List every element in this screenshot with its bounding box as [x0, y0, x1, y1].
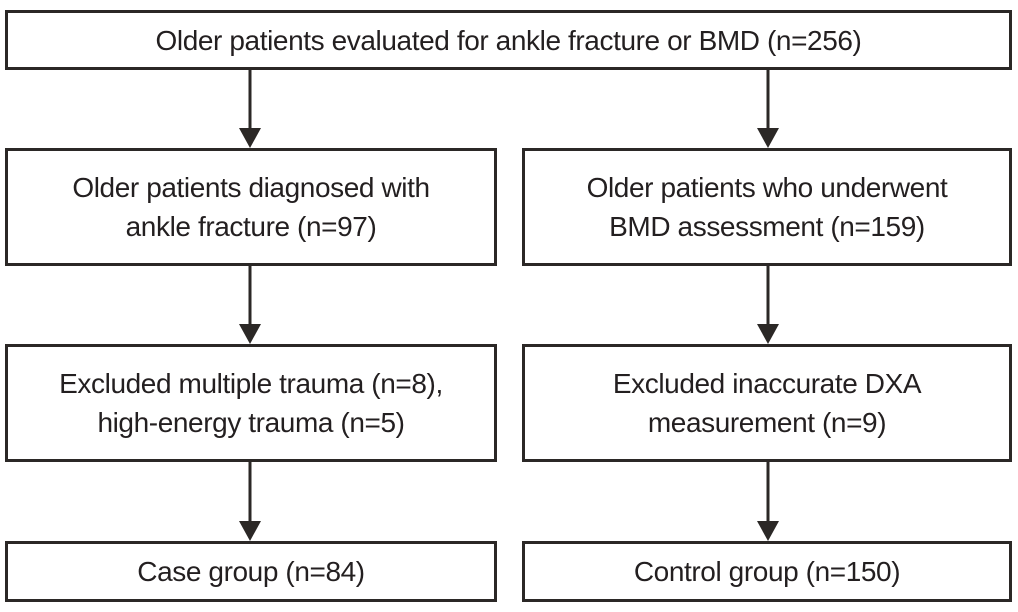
- flow-box-excluded-trauma: Excluded multiple trauma (n=8), high-ene…: [5, 344, 497, 462]
- flow-box-control-group-text: Control group (n=150): [633, 556, 901, 587]
- flow-box-bmd-assessment-line1: Older patients who underwent: [586, 172, 948, 203]
- flow-box-control-group: Control group (n=150): [522, 541, 1012, 602]
- down-arrow-icon: [238, 266, 262, 344]
- flow-box-excluded-dxa: Excluded inaccurate DXA measurement (n=9…: [522, 344, 1012, 462]
- flow-box-ankle-fracture: Older patients diagnosed with ankle frac…: [5, 148, 497, 266]
- flow-box-case-group-text: Case group (n=84): [137, 556, 365, 587]
- flow-box-excluded-trauma-line2: high-energy trauma (n=5): [97, 407, 405, 438]
- down-arrow-icon: [756, 462, 780, 541]
- flow-box-excluded-dxa-line1: Excluded inaccurate DXA: [612, 368, 922, 399]
- down-arrow-icon: [238, 70, 262, 148]
- flow-box-evaluated: Older patients evaluated for ankle fract…: [5, 10, 1012, 70]
- flow-box-excluded-trauma-line1: Excluded multiple trauma (n=8),: [59, 368, 443, 399]
- flow-box-case-group: Case group (n=84): [5, 541, 497, 602]
- flow-box-excluded-dxa-line2: measurement (n=9): [647, 407, 887, 438]
- flow-box-ankle-fracture-line2: ankle fracture (n=97): [125, 211, 377, 242]
- down-arrow-icon: [756, 70, 780, 148]
- down-arrow-icon: [756, 266, 780, 344]
- down-arrow-icon: [238, 462, 262, 541]
- flow-box-evaluated-text: Older patients evaluated for ankle fract…: [155, 24, 862, 56]
- flow-box-bmd-assessment: Older patients who underwent BMD assessm…: [522, 148, 1012, 266]
- flow-box-bmd-assessment-line2: BMD assessment (n=159): [609, 211, 925, 242]
- flow-box-ankle-fracture-line1: Older patients diagnosed with: [72, 172, 430, 203]
